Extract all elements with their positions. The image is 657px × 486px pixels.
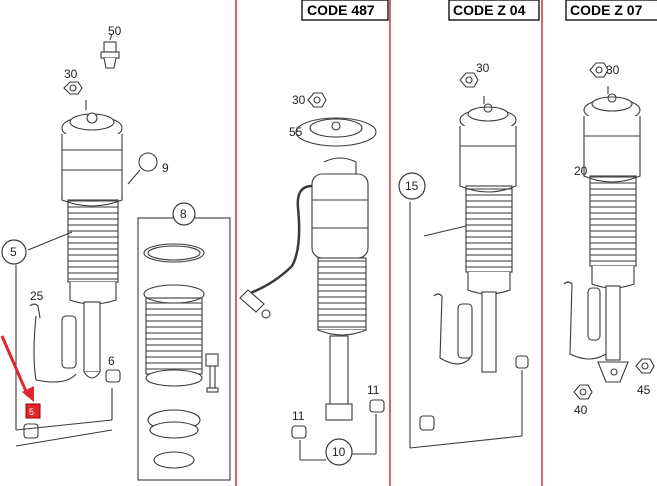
svg-text:15: 15 [405, 179, 419, 193]
highlighted-part-callout[interactable]: 5 [25, 403, 41, 419]
label-45: 45 [637, 383, 651, 397]
code-header-487: CODE 487 [301, 0, 389, 21]
panel-1-strut-assembly [15, 33, 158, 447]
kit-box-8 [137, 217, 231, 481]
label-55: 55 [289, 125, 303, 139]
label-11-left: 11 [292, 409, 305, 423]
svg-text:CODE Z 04: CODE Z 04 [453, 2, 526, 18]
label-25: 25 [30, 289, 44, 303]
panel-3-code-z04-strut [409, 72, 529, 449]
label-11-right: 11 [367, 383, 380, 397]
code-header-z04: CODE Z 04 [448, 0, 540, 21]
svg-text:10: 10 [332, 445, 346, 459]
svg-text:9: 9 [162, 161, 169, 175]
red-arrow [0, 335, 34, 402]
svg-text:CODE 487: CODE 487 [307, 2, 375, 18]
svg-text:5: 5 [10, 245, 17, 259]
label-30-panel1: 30 [64, 67, 78, 81]
callout-9: 9 [162, 161, 169, 175]
callout-15: 15 [398, 172, 426, 200]
callout-10: 10 [325, 438, 353, 466]
panel-4-code-z07-strut [563, 62, 655, 400]
label-40: 40 [574, 403, 588, 417]
svg-text:CODE Z 07: CODE Z 07 [570, 2, 643, 18]
valve-part [100, 33, 120, 69]
label-30-panel4: 30 [606, 63, 620, 77]
panel-dividers [235, 0, 543, 486]
label-30-panel2: 30 [292, 93, 306, 107]
label-20: 20 [574, 164, 588, 178]
label-6: 6 [108, 354, 115, 368]
label-30-panel3: 30 [476, 61, 490, 75]
nut-part [63, 81, 83, 95]
callout-5: 5 [1, 239, 27, 265]
code-header-z07: CODE Z 07 [565, 0, 657, 21]
label-50: 50 [108, 24, 122, 38]
svg-text:5: 5 [29, 407, 34, 417]
callout-8: 8 [172, 202, 196, 226]
svg-text:8: 8 [180, 207, 187, 221]
panel-2-code-487-strut [239, 92, 385, 461]
